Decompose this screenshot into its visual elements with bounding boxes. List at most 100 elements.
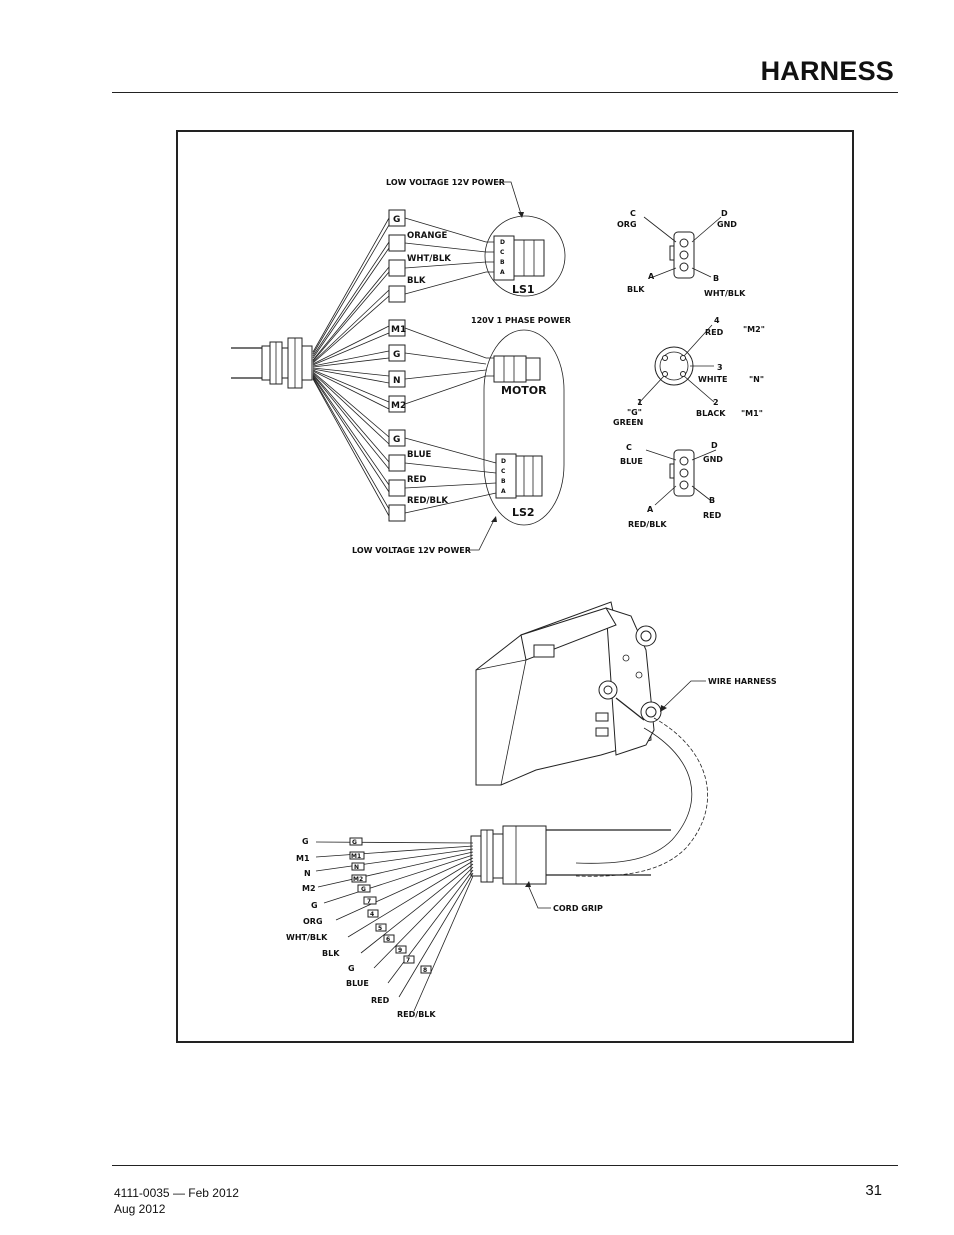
wire-marker: 5: [378, 925, 382, 932]
terminal-boxes: G M1 G N M2 G: [388, 209, 406, 522]
wire-marker: 6: [386, 936, 390, 943]
terminal-label: G: [393, 350, 400, 360]
wire-marker: G: [361, 886, 366, 893]
pin-letter: A: [648, 272, 655, 281]
cord-wires: G M1 N M2 G 7 4 5 6 9 7 8: [315, 837, 474, 1012]
pin-wire: GND: [703, 455, 723, 464]
terminal-label: G: [393, 435, 400, 445]
motor-connector: MOTOR 120V 1 PHASE POWER: [471, 316, 571, 526]
cord-wire-label: G: [302, 837, 309, 846]
ls1-power-callout: LOW VOLTAGE 12V POWER: [386, 178, 505, 187]
pin-letter: A: [647, 505, 654, 514]
pin-label: B: [500, 259, 505, 266]
page-number: 31: [865, 1182, 882, 1199]
ls2-connector: D C B A LS2: [495, 453, 543, 519]
wire-marker: 7: [406, 957, 410, 964]
cord-wire-label: RED/BLK: [397, 1010, 436, 1019]
pin-number: 1: [637, 398, 643, 407]
cord-wire-label: ORG: [303, 917, 323, 926]
wire-marker: G: [352, 839, 357, 846]
motor-power-callout: 120V 1 PHASE POWER: [471, 316, 571, 325]
wire-label: ORANGE: [407, 231, 447, 241]
wire-marker: 7: [367, 898, 371, 905]
ls1-pinout: C ORG D GND A BLK B WHT/BLK: [617, 209, 746, 298]
pin-label: C: [500, 249, 505, 256]
ls2-label: LS2: [512, 506, 535, 519]
pin-wire: RED: [703, 511, 722, 520]
cable-entry: [231, 337, 313, 389]
header-rule: [112, 92, 898, 93]
bracket-assembly: [475, 601, 662, 786]
pin-wire: GND: [717, 220, 737, 229]
page-title: HARNESS: [760, 56, 894, 86]
pin-wire: WHT/BLK: [704, 289, 746, 298]
terminal-label: M2: [391, 401, 406, 411]
terminal-label: G: [393, 215, 400, 225]
wire-label: WHT/BLK: [407, 254, 451, 264]
pin-terminal: "M2": [743, 325, 765, 334]
ls2-pinout: C BLUE D GND A RED/BLK B RED: [620, 441, 723, 529]
wire-marker: 4: [370, 911, 374, 918]
pin-number: 3: [717, 363, 723, 372]
pin-letter: C: [630, 209, 636, 218]
wire-label: RED: [407, 475, 426, 485]
wire-label: RED/BLK: [407, 496, 448, 506]
pin-label: C: [501, 468, 506, 475]
pin-wire: RED: [705, 328, 724, 337]
pin-terminal: "G": [627, 408, 642, 417]
wire-marker: 9: [398, 947, 402, 954]
pin-letter: B: [709, 496, 715, 505]
motor-label: MOTOR: [501, 384, 547, 397]
harness-diagram: G M1 G N M2 G ORANGE WHT/BLK BLK BLUE RE…: [231, 178, 777, 1019]
fan-wires: [312, 217, 390, 517]
cord-wire-label: G: [311, 901, 318, 910]
cord-wire-label: RED: [371, 996, 390, 1005]
pin-wire: GREEN: [613, 418, 643, 427]
cord-wire-label: G: [348, 964, 355, 973]
pin-letter: D: [711, 441, 718, 450]
pin-terminal: "N": [749, 375, 764, 384]
motor-pinout: 4 RED "M2" 3 WHITE "N" 1 "G" GREEN 2 BLA…: [613, 316, 765, 427]
pin-wire: BLACK: [696, 409, 726, 418]
wire-label: BLUE: [407, 450, 431, 460]
connector-wires: [404, 217, 497, 514]
pin-letter: C: [626, 443, 632, 452]
ls1-label: LS1: [512, 283, 535, 296]
cord-wire-label: N: [304, 869, 311, 878]
terminal-label: N: [393, 376, 401, 386]
pin-terminal: "M1": [741, 409, 763, 418]
wire-marker: N: [354, 864, 359, 871]
pin-number: 2: [713, 398, 719, 407]
cord-grip-callout: CORD GRIP: [553, 904, 603, 913]
cord-wire-labels: G M1 N M2 G ORG WHT/BLK BLK G BLUE RED R…: [286, 837, 436, 1019]
wire-marker: 8: [423, 967, 427, 974]
figure-frame: [176, 130, 854, 1043]
pin-wire: RED/BLK: [628, 520, 667, 529]
footer-rule: [112, 1165, 898, 1166]
cord-wire-label: M2: [302, 884, 316, 893]
ls2-power-callout: LOW VOLTAGE 12V POWER: [352, 546, 471, 555]
cord-wire-label: M1: [296, 854, 310, 863]
pin-number: 4: [714, 316, 720, 325]
wire-harness: WIRE HARNESS: [575, 677, 777, 877]
cord-wire-label: BLK: [322, 949, 340, 958]
pin-wire: WHITE: [698, 375, 727, 384]
wire-marker: M1: [351, 853, 361, 860]
pin-label: D: [501, 458, 506, 465]
pin-label: D: [500, 239, 505, 246]
pin-letter: D: [721, 209, 728, 218]
cord-grip: CORD GRIP: [470, 825, 671, 913]
ls1-connector: D C B A LS1: [484, 215, 566, 297]
cord-wire-label: BLUE: [346, 979, 369, 988]
pin-wire: ORG: [617, 220, 637, 229]
terminal-label: M1: [391, 325, 406, 335]
pin-wire: BLUE: [620, 457, 643, 466]
pin-label: A: [500, 269, 505, 276]
wire-marker: M2: [353, 876, 363, 883]
footer-doc-number: 4111-0035 — Feb 2012: [114, 1186, 239, 1200]
pin-wire: BLK: [627, 285, 645, 294]
pin-label: A: [501, 488, 506, 495]
pin-letter: B: [713, 274, 719, 283]
wire-label: BLK: [407, 276, 426, 286]
pin-label: B: [501, 478, 506, 485]
